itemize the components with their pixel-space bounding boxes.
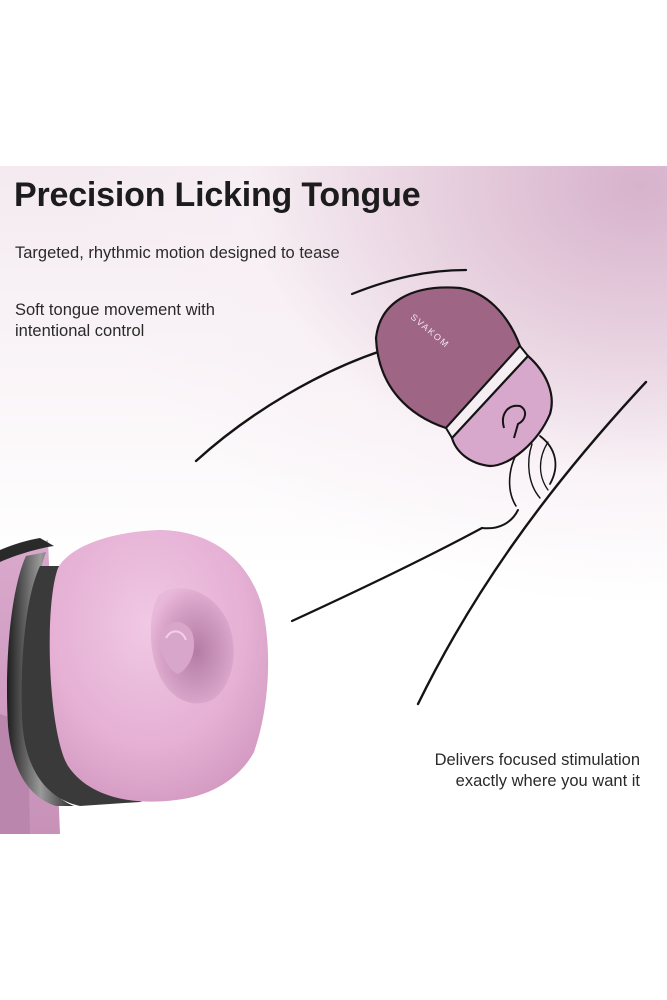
device-side-view: SVAKOM xyxy=(374,286,553,468)
caption-rhythmic-motion: Targeted, rhythmic motion designed to te… xyxy=(15,244,340,262)
device-front-view xyxy=(0,530,269,834)
product-illustration: SVAKOM xyxy=(0,268,648,834)
caption-focused-stimulation: Delivers focused stimulation exactly whe… xyxy=(434,751,640,790)
line-art-figure xyxy=(194,268,648,706)
caption-tongue-movement: Soft tongue movement with intentional co… xyxy=(15,301,215,340)
feature-panel: SVAKOM Precision Licking Tongue Targeted… xyxy=(0,166,667,834)
feature-headline: Precision Licking Tongue xyxy=(14,176,421,214)
